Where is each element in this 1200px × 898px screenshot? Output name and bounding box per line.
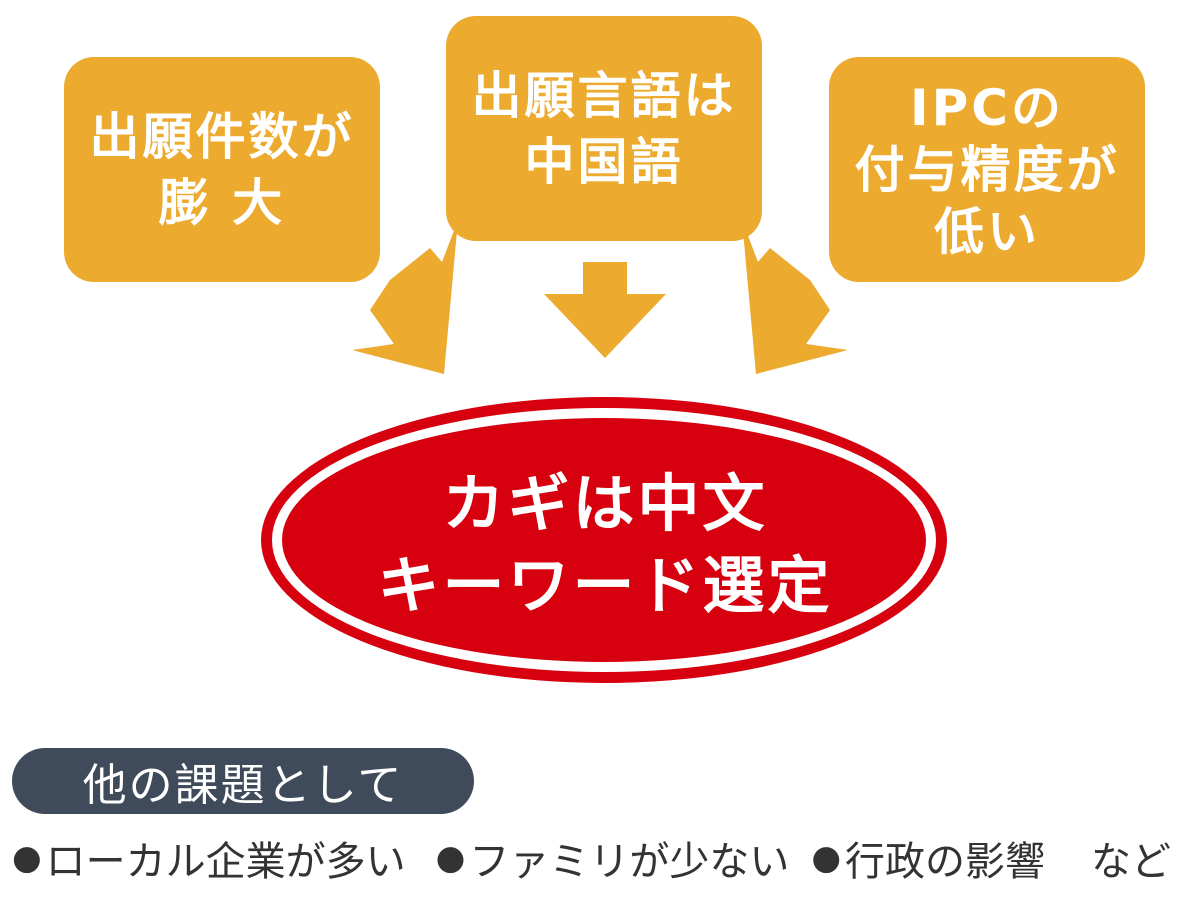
conclusion-line: キーワード選定	[377, 549, 833, 622]
factor-line: 膨 大	[158, 173, 286, 232]
factor-box-ipc-accuracy: IPCの 付与精度が 低い	[829, 57, 1145, 282]
conclusion-text: カギは中文 キーワード選定	[270, 445, 940, 645]
list-tail-text: など	[1091, 839, 1172, 885]
diagram-graphics	[261, 220, 947, 683]
list-item: ● ファミリが少ない	[436, 829, 790, 887]
factor-box-filing-language: 出願言語は 中国語	[446, 16, 762, 241]
factor-line: 出願言語は	[471, 66, 737, 125]
factor-line: IPCの	[910, 78, 1064, 137]
other-issues-label: 他の課題として	[12, 748, 474, 814]
factor-line: 付与精度が	[854, 140, 1120, 199]
list-item: ● ローカル企業が多い	[12, 829, 406, 887]
other-issues-list: ● ローカル企業が多い ● ファミリが少ない ● 行政の影響 など	[12, 828, 1192, 888]
factor-line: 低い	[934, 202, 1040, 261]
conclusion-line: カギは中文	[442, 467, 768, 540]
conclusion-fill	[282, 418, 926, 662]
factor-box-filing-volume: 出願件数が 膨 大	[64, 57, 380, 282]
arrow-down-icon	[544, 262, 666, 358]
factor-line: 中国語	[524, 132, 684, 191]
factor-line: 出願件数が	[89, 107, 355, 166]
arrow-down-right-icon	[352, 220, 458, 374]
list-item-text: ファミリが少ない	[469, 839, 790, 885]
arrow-down-left-icon	[742, 220, 848, 374]
list-item-text: 行政の影響	[845, 839, 1046, 885]
list-item: ● 行政の影響	[811, 829, 1045, 887]
bullet-icon: ●	[435, 838, 466, 878]
bullet-icon: ●	[811, 838, 842, 878]
bullet-icon: ●	[12, 838, 42, 878]
list-item-text: ローカル企業が多い	[45, 839, 406, 885]
